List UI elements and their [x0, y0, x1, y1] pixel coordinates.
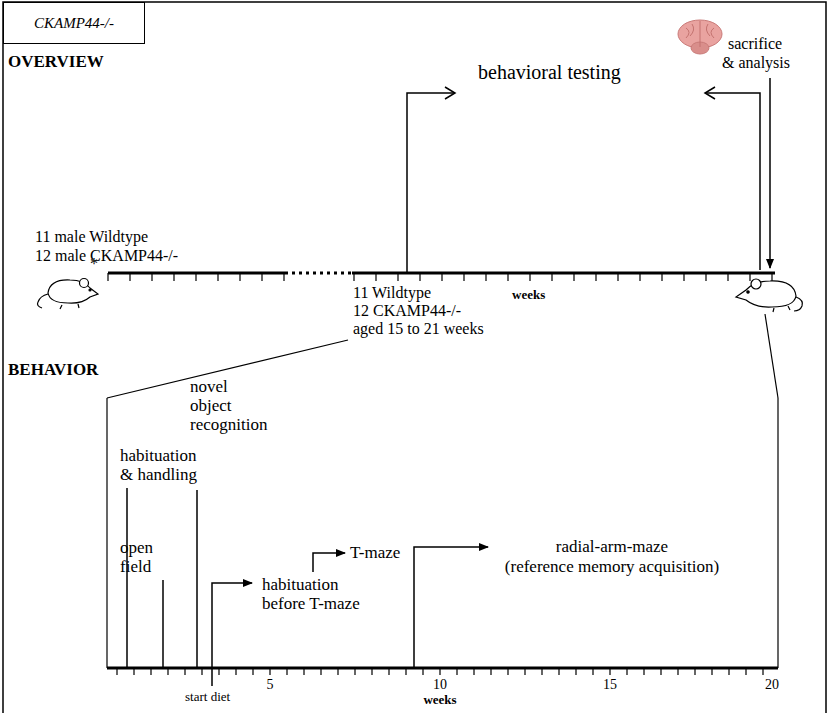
test-label: T-maze [350, 543, 400, 563]
axis-number: 15 [603, 677, 617, 693]
test-label: habituation [262, 575, 338, 595]
figure-frame [3, 2, 826, 713]
genotype-box: CKAMP44-/- [3, 2, 145, 44]
test-label: object [190, 396, 232, 416]
mouse-icon [38, 279, 99, 310]
event-label: & analysis [722, 54, 790, 72]
cohort-label: 11 Wildtype [353, 284, 431, 302]
axis-number: 20 [765, 677, 779, 693]
section-heading: BEHAVIOR [8, 360, 98, 380]
sacrifice-arrow [769, 78, 771, 268]
brain-icon [678, 20, 722, 54]
axis-title: weeks [512, 288, 545, 303]
test-label: novel [190, 377, 228, 397]
section-heading: OVERVIEW [8, 52, 104, 72]
test-label: field [120, 557, 151, 577]
phase-markers [127, 488, 488, 686]
cohort-label: 11 male Wildtype [35, 228, 148, 246]
phase-label: behavioral testing [478, 61, 621, 84]
test-label: recognition [190, 415, 267, 435]
event-label: start diet [185, 690, 230, 705]
axis-title: weeks [423, 693, 456, 708]
test-label: habituation [120, 446, 196, 466]
test-label: before T-maze [262, 594, 360, 614]
axis-number: 5 [267, 677, 274, 693]
test-label: & handling [120, 465, 197, 485]
event-label: sacrifice [728, 35, 782, 53]
cohort-label: 12 male CKAMP44-/- [35, 247, 178, 265]
cohort-label: aged 15 to 21 weeks [353, 320, 484, 338]
overview-axis [108, 273, 775, 281]
mouse-icon [736, 279, 802, 312]
zoom-lines [107, 314, 778, 668]
test-label: open [120, 538, 153, 558]
test-label: radial-arm-maze [556, 537, 668, 557]
genotype-label: CKAMP44-/- [34, 15, 114, 32]
test-label: (reference memory acquisition) [505, 557, 719, 577]
testing-bracket [407, 87, 760, 272]
weeks-axis [107, 668, 778, 675]
cohort-label: 12 CKAMP44-/- [353, 302, 461, 320]
axis-number: 10 [433, 677, 447, 693]
